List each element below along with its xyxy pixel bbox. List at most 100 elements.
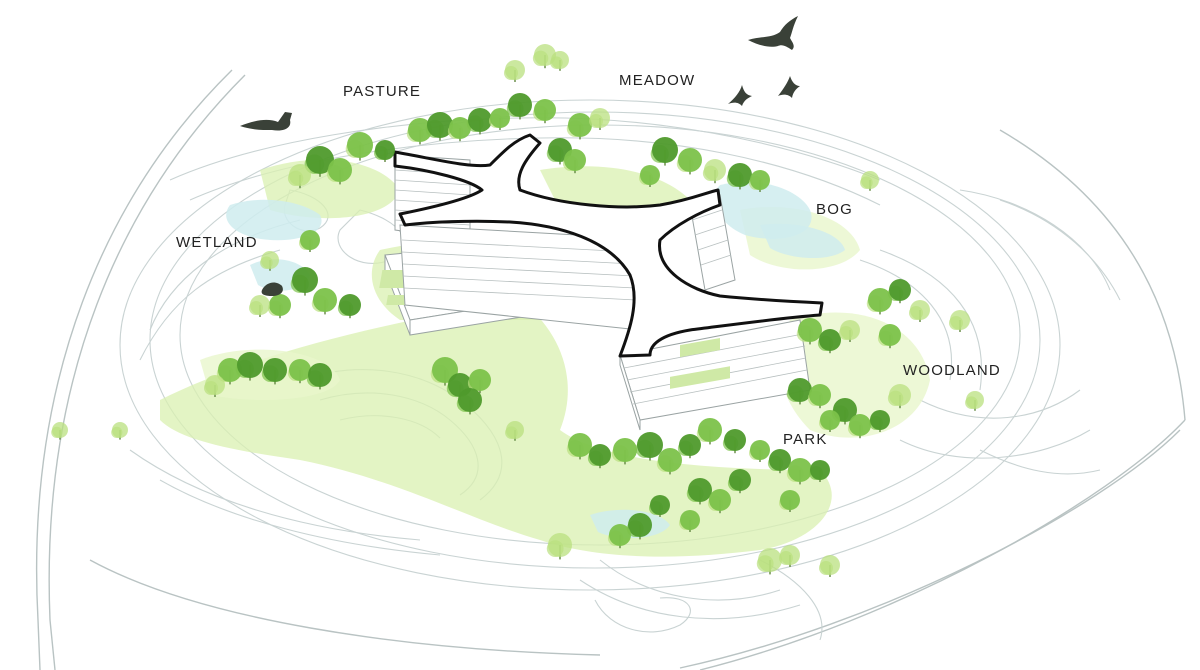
tree-icon <box>702 159 726 184</box>
tree-icon <box>909 300 930 322</box>
tree-icon <box>839 320 860 342</box>
tree-icon <box>566 433 592 460</box>
park-lawn <box>160 300 832 557</box>
label-pasture: PASTURE <box>343 83 422 100</box>
tree-icon <box>807 384 831 409</box>
tree-icon <box>626 513 652 540</box>
tree-icon <box>817 329 841 354</box>
tree-icon <box>786 378 812 405</box>
tree-icon <box>504 60 525 82</box>
tree-icon <box>887 279 911 304</box>
tree-icon <box>466 108 492 135</box>
tree-icon <box>796 318 822 345</box>
tree-icon <box>51 422 68 440</box>
tree-icon <box>111 422 128 440</box>
tree-icon <box>809 460 830 482</box>
label-wetland: WETLAND <box>176 234 258 251</box>
tree-icon <box>249 295 270 317</box>
tree-icon <box>550 51 569 71</box>
tree-icon <box>726 163 752 190</box>
tree-icon <box>425 112 453 141</box>
tree-icon <box>686 478 712 505</box>
tree-icon <box>679 510 700 532</box>
tree-icon <box>261 358 287 385</box>
bird-flying-small-icon <box>728 85 752 106</box>
tree-icon <box>965 391 984 411</box>
tree-icon <box>406 118 432 145</box>
tree-icon <box>506 93 532 120</box>
cross-shaped-roof <box>393 133 824 358</box>
bird-perched-icon <box>240 112 292 131</box>
tree-icon <box>779 545 800 567</box>
outer-roads <box>35 69 1186 670</box>
tree-icon <box>869 410 890 432</box>
tree-icon <box>287 359 311 384</box>
tree-icon <box>650 137 678 166</box>
tree-icon <box>337 294 361 319</box>
tree-icon <box>749 170 770 192</box>
tree-icon <box>707 489 731 514</box>
tree-icon <box>456 388 482 415</box>
tree-icon <box>374 140 395 162</box>
tree-icon <box>235 352 263 381</box>
tree-icon <box>819 410 840 432</box>
tree-icon <box>447 117 471 142</box>
tree-icon <box>304 146 334 177</box>
tree-icon <box>566 113 592 140</box>
birds <box>240 16 800 296</box>
bird-flying-icon <box>748 16 798 50</box>
tree-icon <box>887 384 911 409</box>
tree-icon <box>290 267 318 296</box>
tree-icon <box>677 434 701 459</box>
tree-icon <box>204 375 225 397</box>
tree-icon <box>866 288 892 315</box>
tree-icon <box>877 324 901 349</box>
label-bog: BOG <box>816 201 853 218</box>
tree-icon <box>639 165 660 187</box>
tree-icon <box>727 469 751 494</box>
label-woodland: WOODLAND <box>903 362 1001 379</box>
tree-icon <box>306 363 332 390</box>
tree-icon <box>467 369 491 394</box>
tree-icon <box>819 555 840 577</box>
frog-icon <box>261 282 283 296</box>
tree-icon <box>611 438 637 465</box>
trees <box>51 44 984 577</box>
tree-icon <box>589 108 610 130</box>
bird-flying-small-2-icon <box>778 76 800 98</box>
bog-pool-2 <box>760 223 845 259</box>
tree-icon <box>635 432 663 461</box>
tree-icon <box>696 418 722 445</box>
tree-icon <box>546 533 572 560</box>
tree-icon <box>779 490 800 512</box>
label-meadow: MEADOW <box>619 72 696 89</box>
tree-icon <box>722 429 746 454</box>
tree-icon <box>260 251 279 271</box>
water-bodies <box>226 181 845 539</box>
tree-icon <box>345 132 373 161</box>
tree-icon <box>430 357 458 386</box>
tree-icon <box>267 294 291 319</box>
tree-icon <box>649 495 670 517</box>
tree-icon <box>299 230 320 252</box>
tree-icon <box>676 148 702 175</box>
label-park: PARK <box>783 431 828 448</box>
tree-icon <box>326 158 352 185</box>
tree-icon <box>860 171 879 191</box>
tree-icon <box>767 449 791 474</box>
tree-icon <box>505 421 524 441</box>
tree-icon <box>562 149 586 174</box>
tree-icon <box>756 548 782 575</box>
tree-icon <box>949 310 970 332</box>
tree-icon <box>532 99 556 124</box>
tree-icon <box>786 458 812 485</box>
building-complex <box>379 133 824 431</box>
tree-icon <box>656 448 682 475</box>
wetland-pond <box>226 199 322 241</box>
tree-icon <box>607 524 631 549</box>
tree-icon <box>489 108 510 130</box>
tree-icon <box>587 444 611 469</box>
tree-icon <box>749 440 770 462</box>
tree-icon <box>287 164 311 189</box>
